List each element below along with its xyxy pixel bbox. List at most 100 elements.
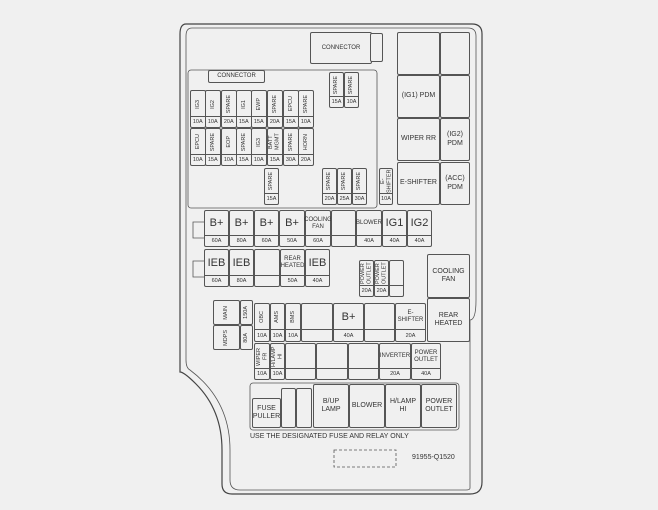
fusible-link[interactable]: B+60A: [254, 210, 279, 247]
slot[interactable]: [296, 388, 312, 428]
fuse-amperage: 15A: [268, 154, 282, 165]
fuse-label: IG1: [385, 217, 404, 230]
fuse-mdps[interactable]: MDPS: [213, 325, 240, 350]
slot[interactable]: [281, 388, 296, 428]
relay[interactable]: POWER OUTLET: [421, 384, 457, 428]
relay[interactable]: (IG2) PDM: [440, 118, 470, 161]
fuse[interactable]: EOP 10A: [221, 128, 237, 166]
fuse-label: E-SHIFTER: [400, 179, 437, 187]
fuse-amperage: 10A: [271, 329, 284, 341]
relay[interactable]: (IG1) PDM: [397, 75, 440, 118]
fuse-label: OBC: [258, 311, 265, 323]
fuse-main[interactable]: MAIN: [213, 300, 240, 325]
fuse-power-outlet[interactable]: [389, 260, 404, 297]
relay[interactable]: [440, 32, 470, 75]
relay[interactable]: H/LAMP HI: [385, 384, 421, 428]
fuse-label: EPCU: [287, 96, 294, 112]
fuse-label: IG2: [410, 217, 429, 230]
relay[interactable]: BLOWER: [349, 384, 385, 428]
fusible-link[interactable]: B+60A: [204, 210, 229, 247]
fuse[interactable]: B+40A: [333, 303, 364, 342]
fuse[interactable]: [301, 303, 333, 342]
fuse-amperage: [390, 285, 403, 296]
fusible-link[interactable]: B+80A: [229, 210, 254, 247]
fuse-label: POWER OUTLET: [425, 397, 453, 413]
fuse-amperage: 10A: [222, 154, 236, 165]
fuse[interactable]: [348, 343, 379, 380]
fuse-amperage: 40A: [408, 235, 431, 246]
relay[interactable]: B/UP LAMP: [313, 384, 349, 428]
fuse-label: 80A: [243, 332, 250, 343]
relay[interactable]: [397, 32, 440, 75]
fusible-link[interactable]: [254, 249, 280, 287]
fusible-link[interactable]: B+50A: [279, 210, 305, 247]
connector-panel-label[interactable]: CONNECTOR: [208, 70, 265, 83]
fuse[interactable]: [316, 343, 348, 380]
fuse-amperage: 40A: [306, 275, 329, 286]
fuse-amperage: 20A: [375, 285, 388, 296]
relay[interactable]: [440, 75, 470, 118]
fuse-label: IG3: [194, 99, 201, 109]
relay[interactable]: (ACC) PDM: [440, 162, 470, 205]
fuse-main-amp[interactable]: 150A: [240, 300, 253, 325]
fuse-mdps-amp[interactable]: 80A: [240, 325, 253, 350]
relay[interactable]: WIPER RR: [397, 118, 440, 161]
fuse-amperage: 20A: [222, 116, 236, 127]
relay-rear-heated[interactable]: REAR HEATED: [427, 298, 470, 342]
connector[interactable]: CONNECTOR: [310, 32, 372, 64]
fuse[interactable]: [364, 303, 395, 342]
fuse-puller[interactable]: FUSE PULLER: [252, 398, 281, 428]
fuse-amperage: 15A: [206, 154, 220, 165]
fuse-label: EOP: [225, 136, 232, 148]
fuse[interactable]: [285, 343, 316, 380]
relay[interactable]: E-SHIFTER: [397, 162, 440, 205]
relay-cooling-fan[interactable]: COOLING FAN: [427, 254, 470, 298]
connector-side[interactable]: [370, 33, 383, 62]
fuse-label: B+: [259, 217, 274, 230]
fuse-amperage: 60A: [306, 235, 330, 246]
fusible-link[interactable]: [331, 210, 356, 247]
fuse-label: INVERTER: [379, 353, 411, 360]
fuse-amperage: 10A: [271, 368, 284, 379]
